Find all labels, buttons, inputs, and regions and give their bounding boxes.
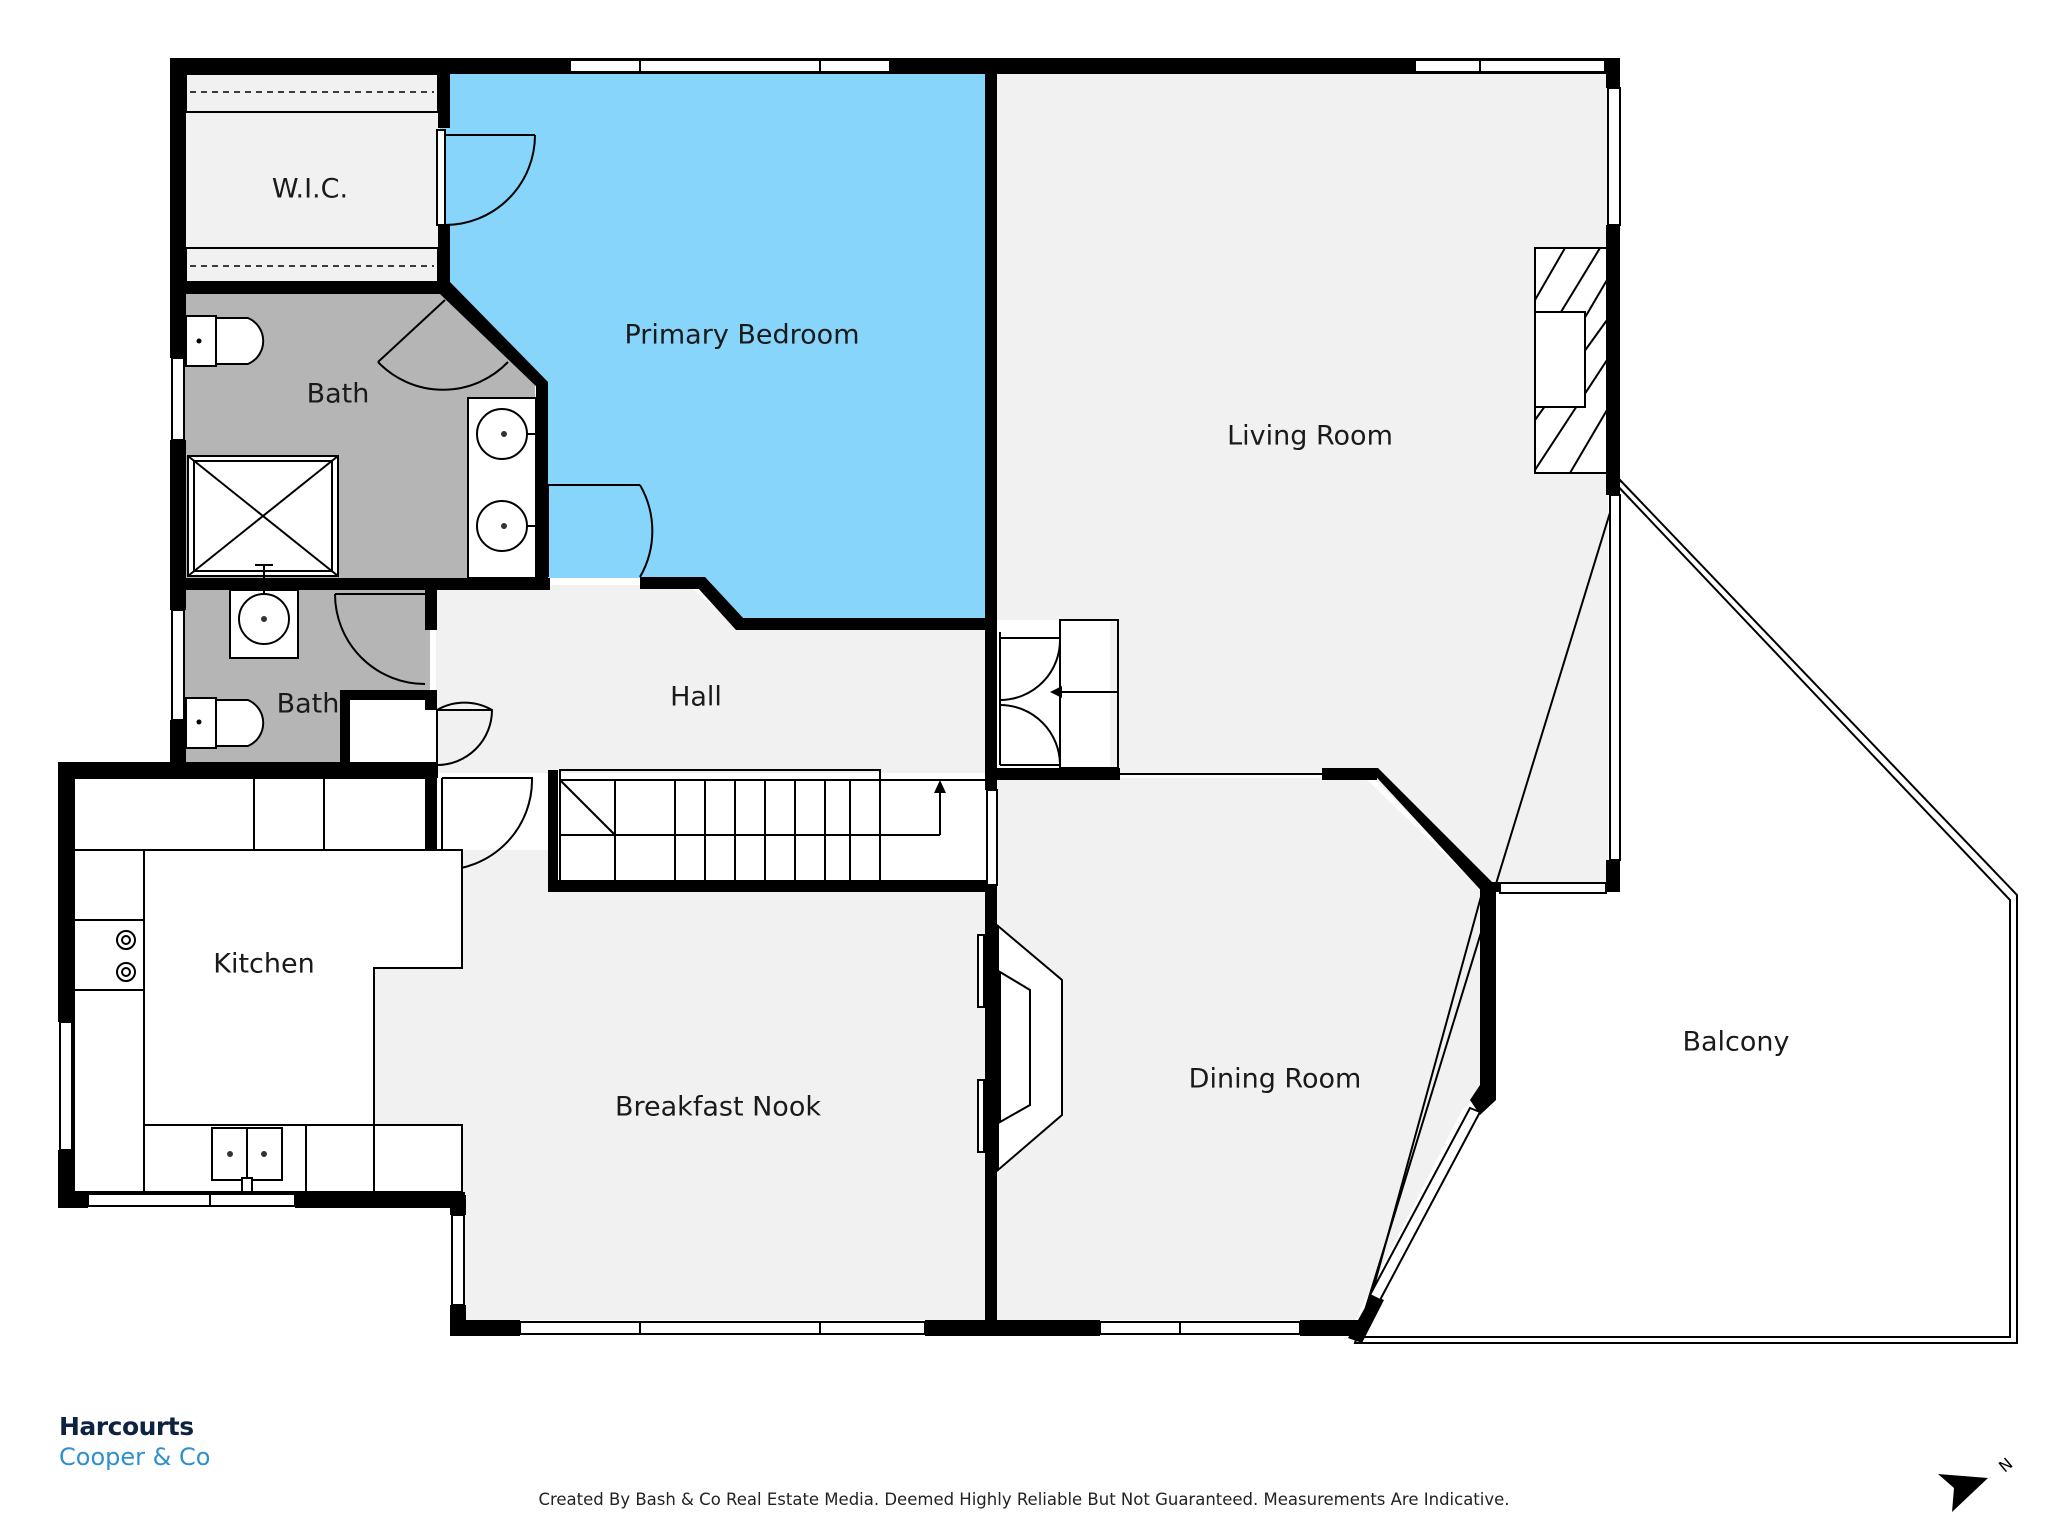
doors <box>334 129 1119 1153</box>
living-room-floor <box>990 70 1608 885</box>
room-label-bath: Bath <box>277 689 340 720</box>
window <box>1368 1106 1482 1302</box>
window <box>1414 59 1606 73</box>
closet-shelving <box>185 73 439 283</box>
compass-label: N <box>1995 1454 2016 1476</box>
fireplace-living <box>1534 247 1608 474</box>
hall-floor <box>436 585 990 773</box>
kitchen-fixtures <box>73 777 463 1193</box>
bath-1-fixtures <box>185 315 537 579</box>
brand-office: Cooper & Co <box>59 1443 211 1471</box>
room-labels: W.I.C. Primary Bedroom Bath Bath Hall Li… <box>213 174 1789 1123</box>
window <box>1099 1321 1301 1335</box>
dining-room-floor <box>990 778 1485 1320</box>
room-label-living-room: Living Room <box>1227 421 1393 452</box>
room-label-dining-room: Dining Room <box>1189 1064 1362 1095</box>
north-arrow-icon: N <box>1938 1454 2016 1512</box>
room-label-kitchen: Kitchen <box>213 949 314 980</box>
primary-bedroom-floor <box>440 70 985 620</box>
brand-name: Harcourts <box>59 1412 194 1441</box>
bath-2-fixtures <box>185 564 299 749</box>
room-label-wic: W.I.C. <box>272 174 348 205</box>
window <box>171 609 185 721</box>
window <box>87 1193 296 1207</box>
window <box>451 1214 465 1306</box>
room-label-balcony: Balcony <box>1682 1027 1789 1058</box>
walls <box>58 58 1620 1343</box>
window <box>1607 87 1621 226</box>
room-label-hall: Hall <box>670 682 722 713</box>
footer-credit: Created By Bash & Co Real Estate Media. … <box>538 1490 1510 1509</box>
cooktop-icon <box>73 919 145 991</box>
kitchen-island <box>143 849 463 1126</box>
window <box>569 59 891 73</box>
window <box>519 1321 926 1335</box>
window <box>986 789 998 886</box>
room-label-primary-bedroom: Primary Bedroom <box>624 320 859 351</box>
windows <box>59 59 1621 1335</box>
room-label-breakfast-nook: Breakfast Nook <box>615 1092 821 1123</box>
window <box>1609 494 1621 861</box>
brand-logo: Harcourts Cooper & Co <box>59 1412 210 1472</box>
window <box>171 357 185 441</box>
window <box>1499 882 1607 894</box>
room-label-bath: Bath <box>307 379 370 410</box>
refrigerator <box>323 777 427 851</box>
window <box>59 1021 73 1151</box>
fireplace-dining <box>997 923 1063 1173</box>
staircase <box>559 769 985 883</box>
wic-floor <box>185 70 440 285</box>
